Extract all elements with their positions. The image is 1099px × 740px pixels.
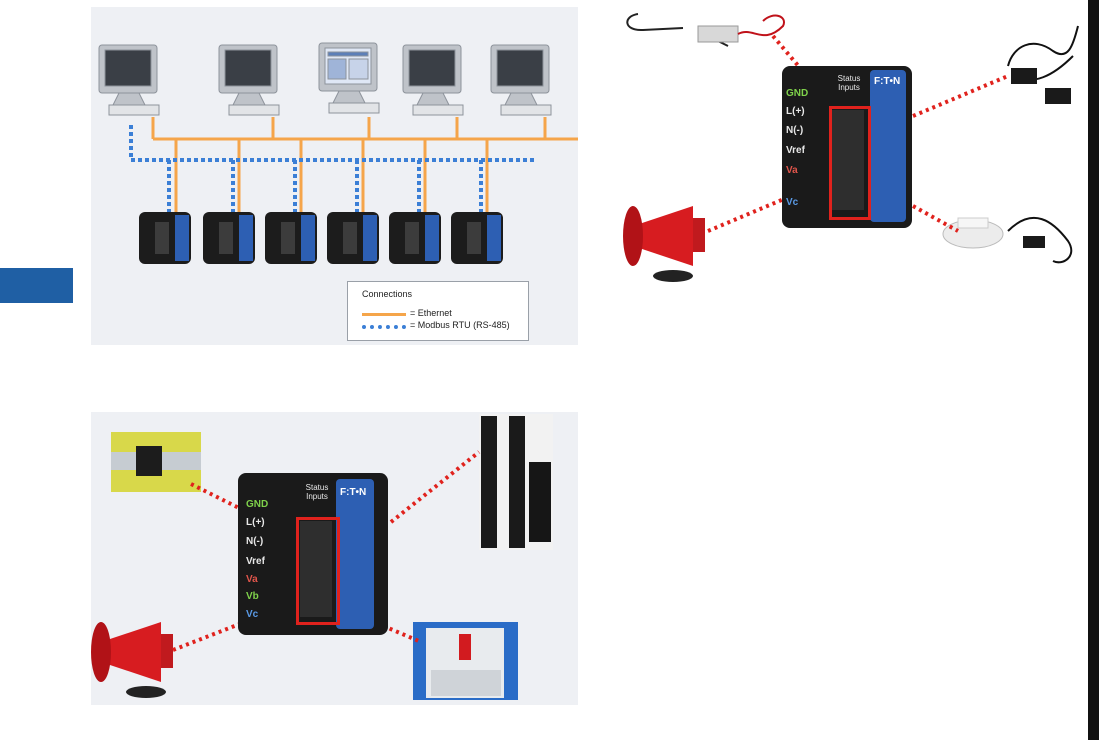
sensor-accessories-diagram — [623, 13, 1079, 282]
meter-row — [139, 212, 503, 264]
power-meter-top: GND L(+) N(-) Vref Va Vc Status Inputs F… — [782, 66, 912, 228]
vref-label: Vref — [246, 556, 265, 567]
computer-icon — [98, 42, 552, 116]
field-devices-diagram — [91, 414, 553, 700]
va-label: Va — [246, 574, 258, 585]
vref-label: Vref — [786, 145, 805, 156]
meter-blue-module — [870, 70, 906, 222]
l-plus-label: L(+) — [246, 517, 265, 528]
eaton-logo: F:T•N — [874, 76, 901, 87]
terminal-highlight — [829, 106, 871, 220]
status-inputs-label: Status Inputs — [837, 74, 861, 92]
l-plus-label: L(+) — [786, 106, 805, 117]
legend-ethernet-label: = Ethernet — [410, 308, 452, 318]
terminal-block — [300, 521, 332, 617]
vc-label: Vc — [246, 609, 259, 620]
legend-modbus: = Modbus RTU (RS-485) — [362, 320, 532, 332]
sensor-box-icon — [697, 25, 739, 43]
legend-modbus-label: = Modbus RTU (RS-485) — [410, 320, 510, 330]
n-minus-label: N(-) — [786, 125, 804, 136]
eaton-logo: F:T•N — [340, 487, 367, 498]
vc-label: Vc — [786, 197, 799, 208]
va-label: Va — [786, 165, 798, 176]
page-edge-bar — [1088, 0, 1099, 740]
terminal-block — [832, 110, 864, 210]
ethernet-swatch — [362, 313, 406, 316]
legend-title: Connections — [362, 289, 413, 299]
section-tab — [0, 268, 73, 303]
modbus-swatch — [362, 325, 406, 329]
vb-label: Vb — [246, 591, 259, 602]
legend-ethernet: = Ethernet — [362, 308, 532, 320]
cable-bundle-icon — [737, 14, 785, 37]
ethernet-lines — [151, 117, 578, 217]
sensor-cable-icon — [1007, 216, 1073, 264]
gnd-label: GND — [786, 88, 809, 99]
alarm-horn-icon — [91, 622, 173, 698]
power-meter-bottom: GND L(+) N(-) Vref Va Vb Vc Status Input… — [238, 473, 388, 635]
meter-blue-module — [336, 479, 374, 629]
alarm-horn-icon — [623, 206, 705, 282]
gnd-label: GND — [246, 499, 269, 510]
terminal-highlight — [296, 517, 340, 625]
network-diagram — [98, 42, 578, 264]
connections-legend: Connections = Ethernet = Modbus RTU (RS-… — [347, 281, 529, 341]
modbus-lines — [129, 125, 537, 217]
status-inputs-label: Status Inputs — [305, 483, 329, 501]
n-minus-label: N(-) — [246, 536, 264, 547]
